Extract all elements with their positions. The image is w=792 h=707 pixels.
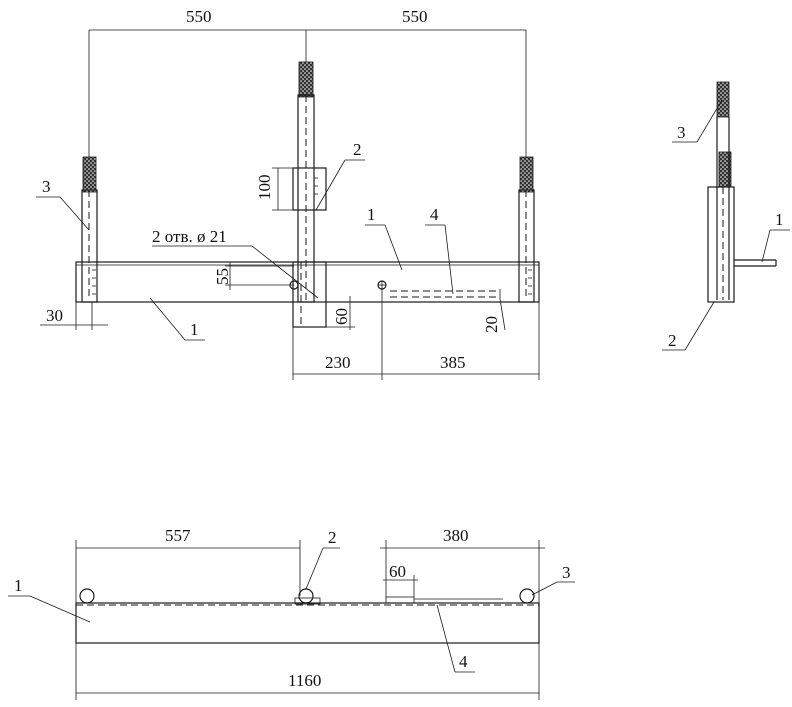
callout-3-side: 3 xyxy=(677,123,686,142)
dim-20: 20 xyxy=(482,316,501,333)
front-block-60 xyxy=(385,596,415,604)
front-view: 557 380 60 1160 1 2 3 4 xyxy=(8,526,575,700)
dim-1160: 1160 xyxy=(288,671,321,690)
post-center xyxy=(292,61,327,328)
roller-left xyxy=(79,588,95,604)
callout-1-front: 1 xyxy=(14,576,23,595)
plan-view: 550 550 100 2 отв. ø 21 55 30 60 20 xyxy=(36,7,540,380)
callout-3-left: 3 xyxy=(42,177,51,196)
callout-1-bottom: 1 xyxy=(190,320,199,339)
dim-550-right: 550 xyxy=(402,7,428,26)
post-right xyxy=(518,156,535,303)
front-beam xyxy=(75,602,540,644)
dim-60: 60 xyxy=(332,308,351,325)
dim-557: 557 xyxy=(165,526,191,545)
dim-385: 385 xyxy=(440,353,466,372)
dim-380: 380 xyxy=(443,526,469,545)
scale-ticks xyxy=(92,177,532,295)
callout-2-top: 2 xyxy=(353,140,362,159)
callout-2-front: 2 xyxy=(328,528,337,547)
dim-30: 30 xyxy=(46,306,63,325)
side-body xyxy=(707,186,735,303)
dim-550-left: 550 xyxy=(186,7,212,26)
dim-230: 230 xyxy=(325,353,351,372)
post-left xyxy=(81,156,98,303)
dim-60-front: 60 xyxy=(389,562,406,581)
dim-55: 55 xyxy=(213,268,232,285)
callout-1-side: 1 xyxy=(775,210,784,229)
sleeve xyxy=(292,261,327,328)
callout-4-front: 4 xyxy=(459,652,468,671)
clamp-block xyxy=(292,167,327,211)
callout-1-top: 1 xyxy=(367,205,376,224)
callout-4-top: 4 xyxy=(430,205,439,224)
callout-2-side: 2 xyxy=(668,331,677,350)
side-view: 3 1 2 xyxy=(662,81,790,351)
grip-right xyxy=(519,156,534,193)
roller-right xyxy=(519,588,535,604)
roller-center xyxy=(298,588,314,604)
main-beam xyxy=(75,261,540,303)
grip-center xyxy=(298,61,314,98)
hole-note: 2 отв. ø 21 xyxy=(152,227,227,246)
dim-100: 100 xyxy=(255,175,274,201)
callout-3-front: 3 xyxy=(562,563,571,582)
grip-left xyxy=(82,156,97,193)
